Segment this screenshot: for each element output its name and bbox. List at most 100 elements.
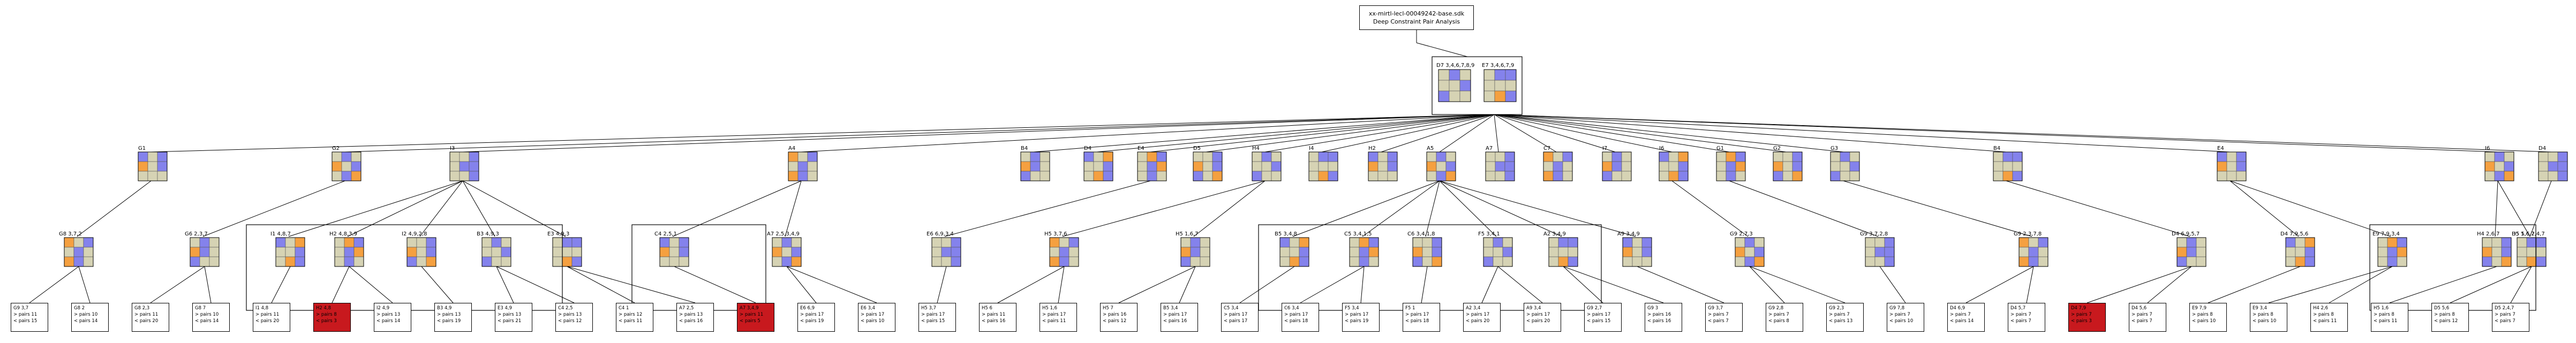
level1-node-grid-cell [1387,161,1398,172]
level2-node-grid-cell [1289,237,1300,248]
level1-node-grid [1426,151,1456,181]
level2-node-grid-cell [199,247,210,257]
level2-node-grid-cell [772,237,782,248]
level2-node-grid-cell [2517,247,2527,257]
level1-node-grid-cell [1543,161,1554,172]
tree-edge [2329,266,2393,303]
root-node-grid-cell [1438,69,1450,81]
level2-node-grid-cell [73,237,84,248]
level1-node-grid-cell [1562,151,1573,162]
tree-edge [1494,114,1616,153]
level1-node-grid [1252,151,1282,181]
level2-node-grid-cell [1548,256,1559,267]
level2-node-grid-cell [2295,237,2306,248]
level2-node-grid-cell [2186,247,2197,257]
level1-node-grid-cell [1611,171,1622,181]
tree-edge [202,180,345,237]
level2-node-grid-cell [679,247,689,257]
level2-node-grid-cell [344,247,355,257]
level2-node-grid-cell [2028,237,2039,248]
level1-node-grid-cell [1668,151,1679,162]
level2-node-grid-cell [1483,247,1494,257]
level1-node-grid-cell [2494,161,2505,172]
level1-node-grid-cell [1993,161,2003,172]
level2-node-grid-cell [2501,247,2512,257]
level1-node-grid-cell [459,161,470,172]
level1-node-grid-cell [1849,171,1860,181]
level2-node-grid-cell [2387,237,2398,248]
level1-node-grid-cell [1830,171,1841,181]
level1-node-grid-cell [1261,171,1272,181]
tree-edge [347,180,463,237]
tree-edge [462,180,566,237]
level1-node-grid-cell [332,171,342,181]
level1-node-grid-cell [1495,161,1505,172]
tree-edge [1965,266,2034,303]
level1-node-grid-cell [1137,151,1148,162]
tree-edge [1300,266,1365,303]
level2-node-grid-cell [1568,247,1578,257]
level1-node-grid-cell [469,151,479,162]
level2-node-grid-cell [1641,247,1652,257]
level1-node-grid-cell [1602,161,1613,172]
level2-node-grid-cell [2018,237,2029,248]
tree-edge [344,114,1495,153]
level2-node-grid-cell [1349,247,1360,257]
level2-node-grid-cell [2018,256,2029,267]
tree-edge [1497,266,1543,303]
level1-node-grid-cell [2557,161,2568,172]
level2-node-grid-cell [2517,256,2527,267]
level2-node-grid-cell [2397,247,2407,257]
level1-node-grid-cell [2012,151,2023,162]
level1-node-grid-cell [1308,151,1319,162]
tree-edge [1439,180,1497,237]
level1-node-grid-cell [138,161,148,172]
tree-edge [1439,114,1495,153]
level1-node-grid [1083,151,1113,181]
tree-edge [2147,266,2192,303]
level2-node-grid-cell [83,256,94,267]
level2-node-grid-cell [2491,237,2502,248]
level2-node-grid-cell [1200,247,1210,257]
level1-node-grid-cell [1093,171,1104,181]
root-node-grid-cell [1483,90,1495,102]
level1-node-grid-cell [1083,161,1094,172]
level2-node-grid-cell [1190,256,1201,267]
level1-node-grid-cell [1368,161,1379,172]
level1-node-grid-cell [1504,161,1515,172]
level1-node-grid-cell [1040,161,1050,172]
level2-node-grid-cell [1289,256,1300,267]
level2-node-grid-cell [669,247,680,257]
level2-node-grid-cell [1558,247,1569,257]
level2-node-grid-cell [2482,237,2492,248]
level2-node-grid-cell [2295,256,2306,267]
level2-node-grid-cell [491,256,502,267]
tree-edge [419,180,463,237]
level2-node-grid-cell [1289,247,1300,257]
level2-node-grid-cell [1279,237,1290,248]
level2-node-grid-cell [1568,256,1578,267]
tree-edge [496,266,575,303]
level2-node-grid-cell [406,247,417,257]
level2-node-grid-cell [1568,237,1578,248]
level1-node-grid-cell [2494,171,2505,181]
level1-node-grid-cell [2217,171,2227,181]
level1-node-grid-cell [2538,161,2549,172]
tree-edge [2087,266,2192,303]
level1-node-grid-cell [1840,151,1850,162]
level1-node-grid-cell [1103,151,1113,162]
level2-node-grid-cell [1632,237,1643,248]
tree-edge [2026,266,2034,303]
root-node-grid-cell [1505,80,1517,92]
level1-node-grid-cell [2226,161,2237,172]
level2-node-grid-cell [1483,256,1494,267]
level2-node-grid-cell [73,256,84,267]
level1-node-grid-cell [1368,171,1379,181]
tree-edge [1494,114,2498,153]
level1-node-grid-cell [1830,151,1841,162]
level1-node-grid-cell [1543,151,1554,162]
level2-node-grid-cell [2176,247,2187,257]
level1-node-grid-cell [797,151,808,162]
level1-node-grid-cell [1485,161,1496,172]
